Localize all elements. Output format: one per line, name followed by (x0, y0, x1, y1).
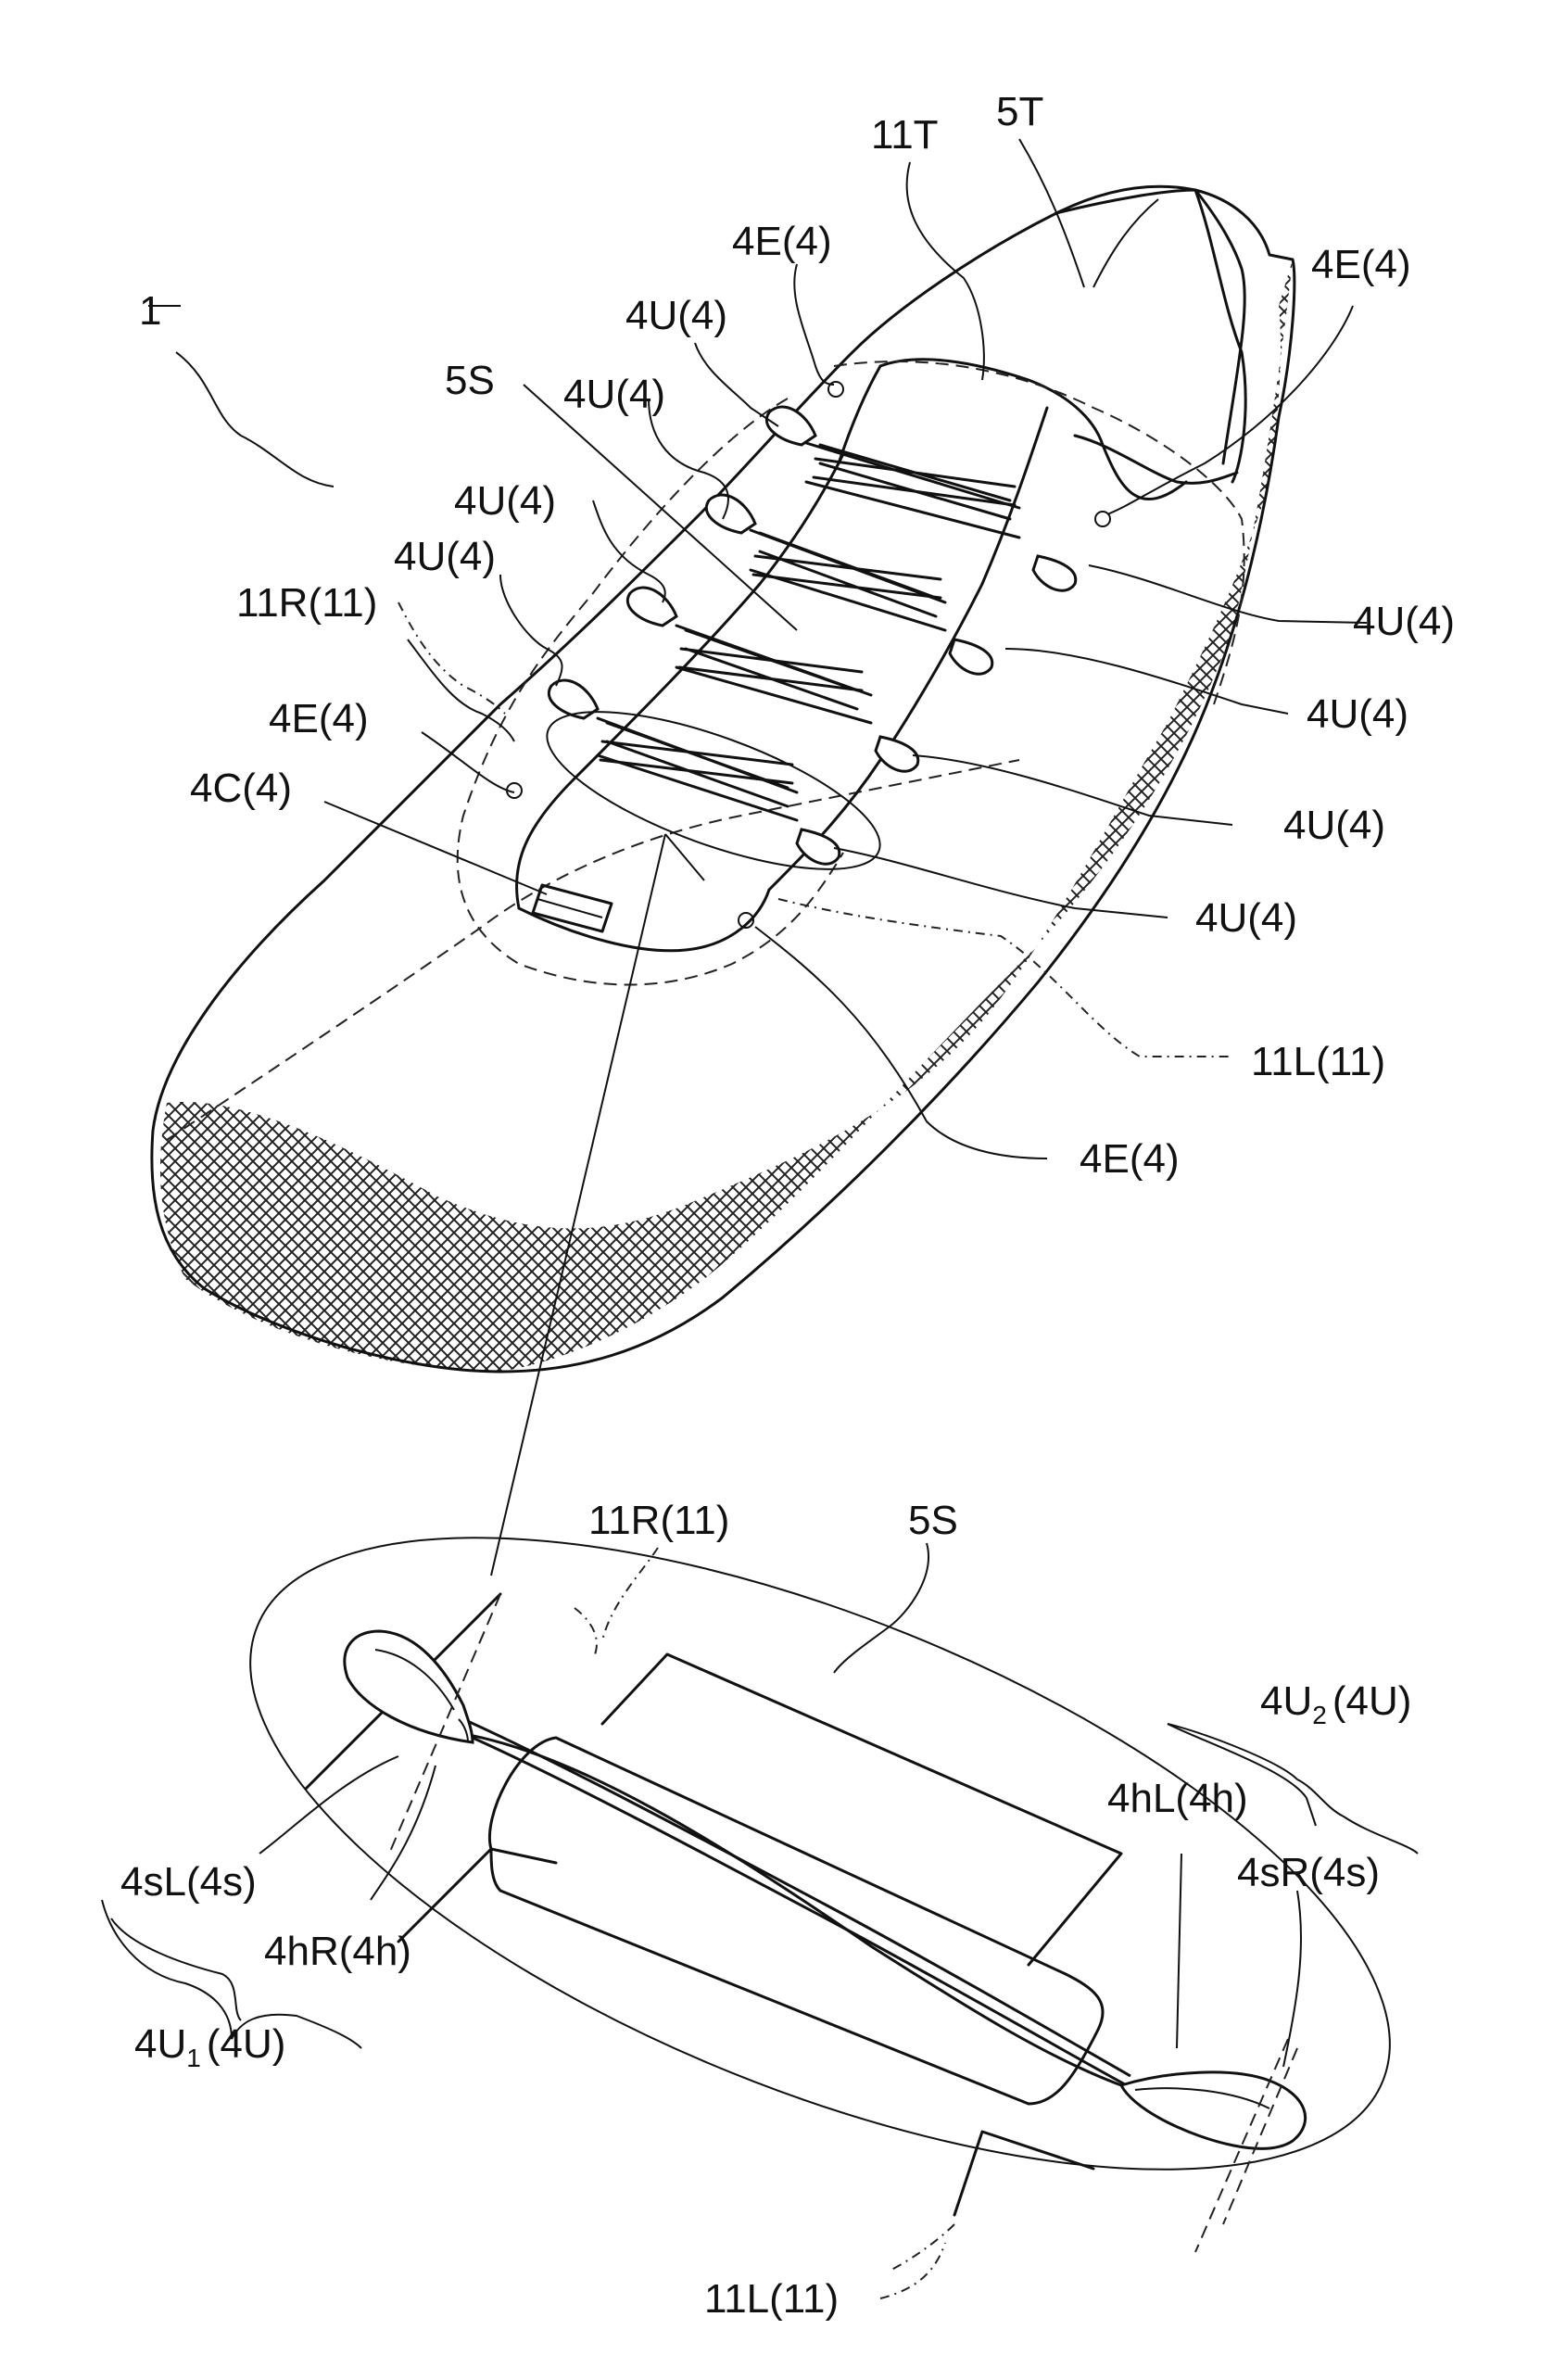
label-4E-bottom: 4E(4) (1080, 1136, 1180, 1182)
eyelets-right (797, 556, 1076, 864)
loop-left (345, 1631, 473, 1742)
shoe (152, 186, 1294, 1372)
label-11R-bottom: 11R(11) (588, 1498, 729, 1543)
label-5S-bottom: 5S (908, 1498, 958, 1543)
label-4U-r2: 4U(4) (1307, 691, 1408, 737)
label-11L-bottom: 11L(11) (704, 2276, 839, 2322)
label-4U-r4: 4U(4) (1195, 895, 1297, 941)
label-4E-top-left: 4E(4) (732, 219, 832, 264)
label-4hL: 4hL(4h) (1107, 1776, 1248, 1821)
label-4sL: 4sL(4s) (120, 1859, 257, 1905)
shoe-shading-toe (160, 260, 1293, 1372)
label-4U-c: 4U(4) (454, 478, 556, 524)
label-4U1: 4U1(4U) (134, 2021, 285, 2072)
label-4E-left: 4E(4) (269, 696, 369, 741)
label-4U-d: 4U(4) (394, 534, 496, 579)
detail-opening (489, 1738, 1103, 2104)
label-5S-top: 5S (445, 358, 495, 403)
label-11R-top: 11R(11) (236, 580, 377, 626)
loop-right (1121, 2072, 1306, 2148)
brace-4U1 (111, 1918, 241, 2020)
label-11L-top: 11L(11) (1251, 1039, 1385, 1084)
label-ref-1: 1 (139, 288, 161, 334)
label-4E-top-right: 4E(4) (1311, 242, 1411, 287)
label-4U-b: 4U(4) (563, 372, 665, 417)
label-4U2: 4U2(4U) (1260, 1678, 1411, 1729)
label-11T: 11T (871, 112, 939, 158)
label-4U-r1: 4U(4) (1353, 599, 1455, 644)
label-4sR: 4sR(4s) (1237, 1850, 1380, 1895)
label-4U-a: 4U(4) (625, 293, 727, 338)
label-5T: 5T (996, 89, 1043, 134)
label-4C: 4C(4) (190, 766, 292, 811)
label-4U-r3: 4U(4) (1283, 803, 1385, 848)
label-4hR: 4hR(4h) (264, 1929, 411, 1974)
